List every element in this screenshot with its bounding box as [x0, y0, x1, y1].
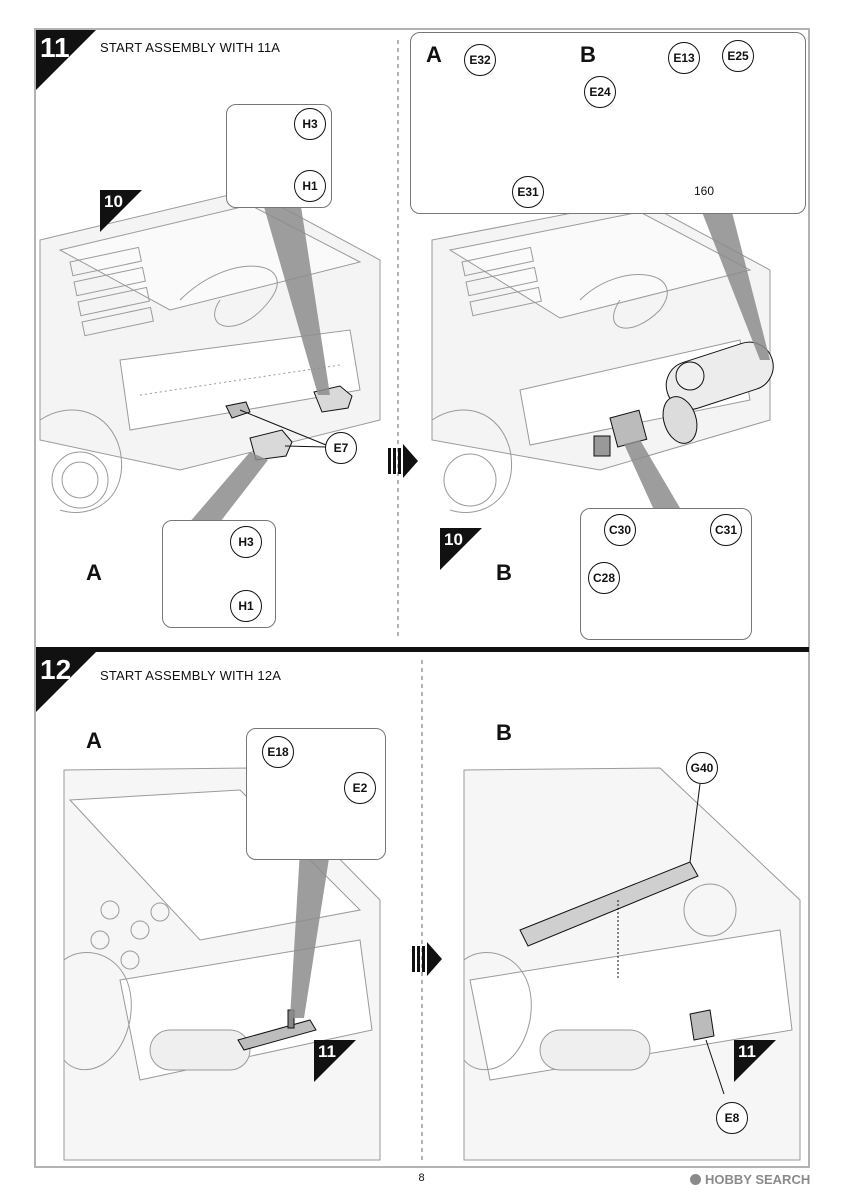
watermark-logo-icon	[690, 1174, 701, 1185]
callout-h3-bottom: H3	[230, 526, 262, 558]
muffler-installed-11b	[593, 341, 774, 457]
ref-step-11-b-label: 11	[738, 1042, 756, 1061]
glue-number-160: 160	[694, 184, 715, 198]
step-11-sub-a: A	[86, 560, 102, 585]
callout-e8: E8	[716, 1102, 748, 1134]
callout-c31: C31	[710, 514, 742, 546]
watermark-text: HOBBY SEARCH	[705, 1172, 811, 1187]
callout-h3-top: H3	[294, 108, 326, 140]
pointer-wedge-h-top	[262, 200, 330, 395]
step-12-title: START ASSEMBLY WITH 12A	[100, 668, 282, 683]
step-12-sub-a: A	[86, 728, 102, 753]
step-11-title: START ASSEMBLY WITH 11A	[100, 40, 281, 55]
step-12-sub-b: B	[496, 720, 512, 745]
callout-e18: E18	[262, 736, 294, 768]
page-frame	[34, 28, 810, 1168]
callout-e7: E7	[325, 432, 357, 464]
hull-drawing-12a	[63, 767, 381, 1161]
ref-step-10-b-label: 10	[444, 530, 463, 549]
step-11-number-badge	[36, 30, 96, 90]
callout-c28: C28	[588, 562, 620, 594]
ref-step-10-a-badge	[100, 190, 142, 232]
ref-step-10-b-badge	[440, 528, 482, 570]
step-12-number: 12	[40, 654, 72, 685]
step-11-number: 11	[40, 32, 70, 63]
callout-g40: G40	[686, 752, 718, 784]
step-11-sub-b: B	[496, 560, 512, 585]
callout-e32: E32	[464, 44, 496, 76]
ref-step-11-b-badge	[734, 1040, 776, 1082]
ref-step-11-a-badge	[314, 1040, 356, 1082]
callout-e31: E31	[512, 176, 544, 208]
inset-label-b: B	[580, 42, 596, 67]
ref-step-11-a-label: 11	[318, 1042, 336, 1061]
hull-drawing-12b	[463, 767, 801, 1161]
callout-h1-bottom: H1	[230, 590, 262, 622]
pointer-wedge-e2	[290, 850, 330, 1018]
inset-label-a: A	[426, 42, 442, 67]
step-12-arrow	[412, 942, 442, 976]
callout-e25: E25	[722, 40, 754, 72]
step-11-arrow	[388, 444, 418, 478]
e7-leader	[239, 409, 327, 446]
bar-g40-12b	[519, 783, 725, 1095]
callout-e24: E24	[584, 76, 616, 108]
callout-e2: E2	[344, 772, 376, 804]
hull-drawing-11a	[39, 189, 381, 513]
watermark: HOBBY SEARCH	[690, 1172, 810, 1187]
callout-h1-top: H1	[294, 170, 326, 202]
page-number: 8	[418, 1172, 425, 1184]
callout-e13: E13	[668, 42, 700, 74]
callout-c30: C30	[604, 514, 636, 546]
ref-step-10-a-label: 10	[104, 192, 123, 211]
pointer-wedge-muffler	[702, 212, 770, 360]
step-separator	[36, 647, 809, 652]
pointer-wedge-c-parts	[624, 440, 680, 510]
step-12-number-badge	[36, 652, 96, 712]
